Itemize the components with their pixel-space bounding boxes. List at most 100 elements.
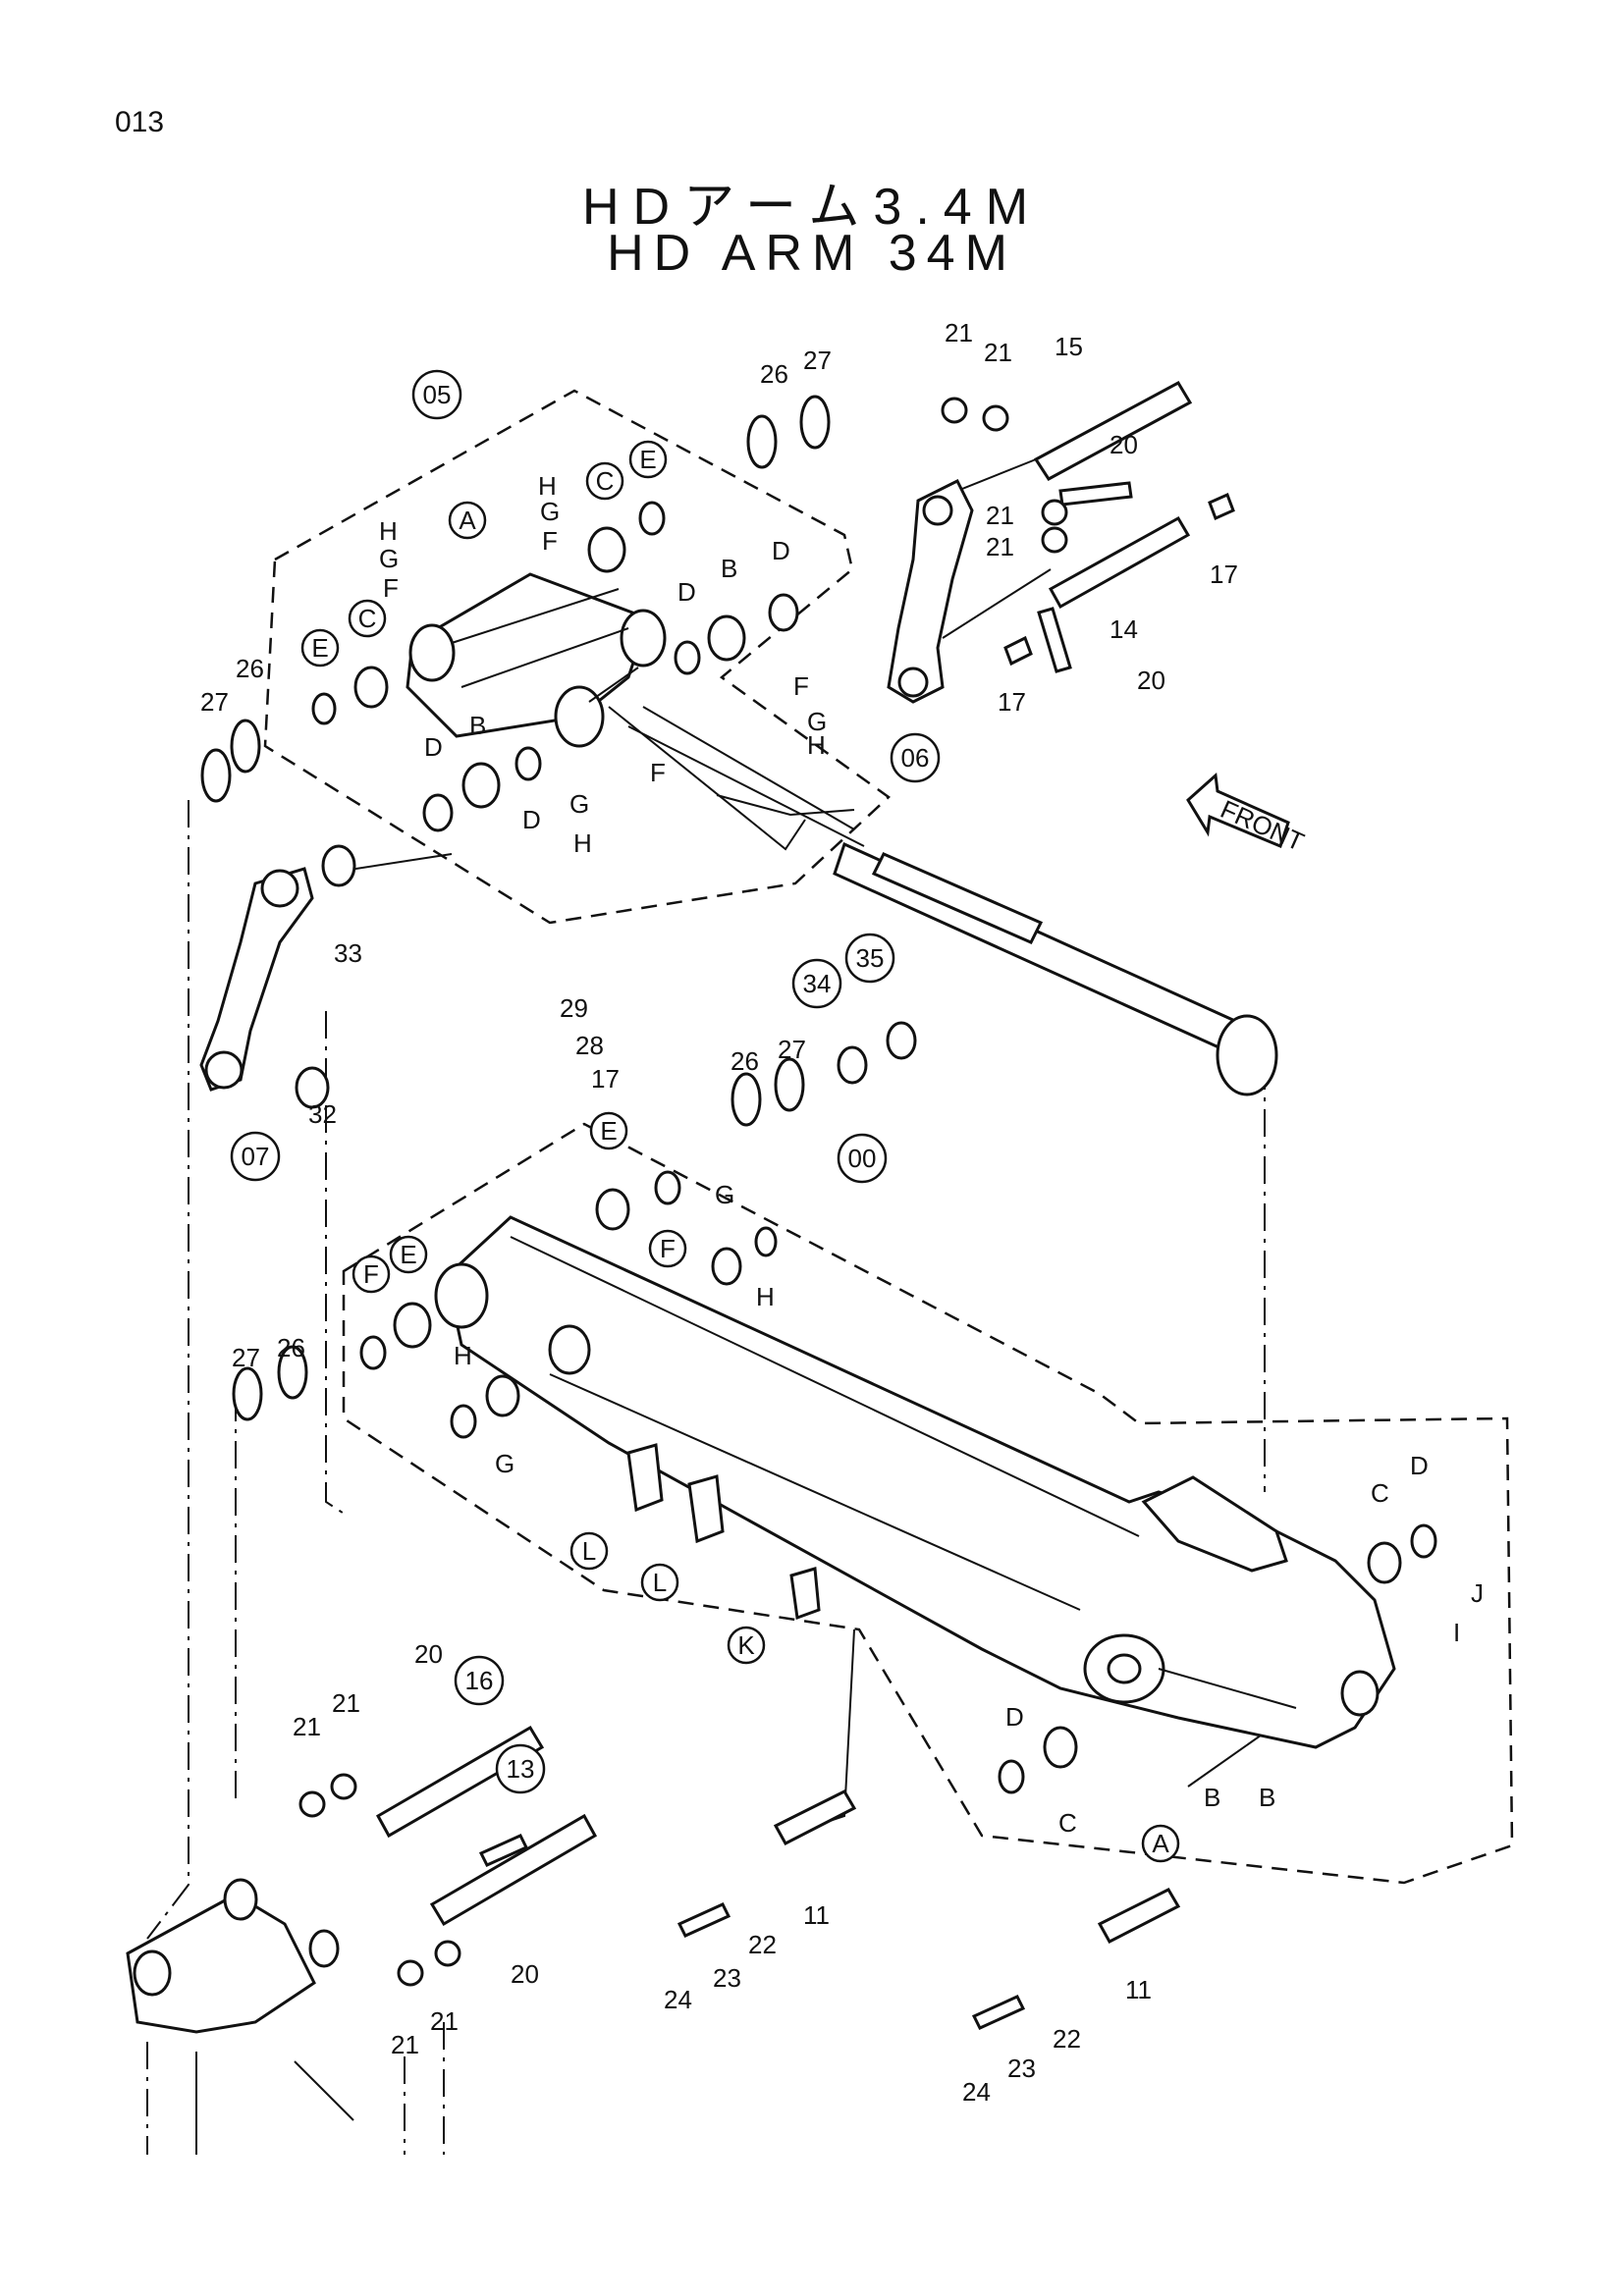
part-label-27: 27 <box>803 346 832 375</box>
assembly-callout-35-ring <box>844 933 895 984</box>
part-label-G: G <box>379 544 399 573</box>
assembly-callout-00: 00 <box>837 1133 888 1184</box>
assembly-callout-06-text: 06 <box>901 743 930 773</box>
part-label-17: 17 <box>591 1064 620 1094</box>
part-label-D: D <box>772 536 790 565</box>
letter-callout-C: C <box>585 461 624 501</box>
letter-callout-E-text: E <box>639 445 656 474</box>
part-label-G: G <box>495 1449 514 1478</box>
part-label-29: 29 <box>560 993 588 1023</box>
letter-callout-E-ring <box>300 628 340 667</box>
letter-callout-K: K <box>727 1626 766 1665</box>
part-label-21: 21 <box>293 1712 321 1741</box>
part-label-21: 21 <box>984 338 1012 367</box>
letter-callout-F-ring <box>648 1229 687 1268</box>
part-label-26: 26 <box>277 1333 305 1362</box>
letter-callout-F: F <box>648 1229 687 1268</box>
part-label-20: 20 <box>511 1959 539 1989</box>
part-label-D: D <box>424 732 443 762</box>
letter-callout-F-text: F <box>660 1234 676 1263</box>
part-label-B: B <box>1259 1783 1275 1812</box>
part-label-11: 11 <box>1125 1975 1152 2004</box>
arm-body <box>434 1215 1396 1749</box>
part-label-27: 27 <box>200 687 229 717</box>
page-number: 013 <box>115 106 165 138</box>
part-label-15: 15 <box>1055 332 1083 361</box>
letter-callout-C-ring <box>348 599 387 638</box>
part-label-D: D <box>522 805 541 834</box>
part-label-H: H <box>807 730 826 760</box>
assembly-callout-00-ring <box>837 1133 888 1184</box>
part-label-G: G <box>807 707 827 736</box>
assembly-callout-16: 16 <box>454 1655 505 1706</box>
letter-callout-A-text: A <box>459 506 476 535</box>
side-links <box>199 478 974 1092</box>
letter-callout-K-ring <box>727 1626 766 1665</box>
boundary-link-05 <box>263 389 891 925</box>
letter-callout-L: L <box>640 1563 679 1602</box>
part-label-23: 23 <box>713 1963 741 1993</box>
part-label-26: 26 <box>760 359 788 389</box>
boom-end <box>126 1878 354 2155</box>
part-label-17: 17 <box>1210 560 1238 589</box>
letter-callout-C: C <box>348 599 387 638</box>
part-label-21: 21 <box>986 501 1014 530</box>
letter-callout-E-ring <box>589 1111 628 1150</box>
part-label-H: H <box>454 1341 472 1370</box>
part-label-H: H <box>756 1282 775 1311</box>
part-label-D: D <box>1410 1451 1429 1480</box>
guide-lines <box>146 449 1328 2155</box>
part-label-H: H <box>379 516 398 546</box>
letter-callout-E-ring <box>628 440 668 479</box>
front-arrow: FRONT <box>1186 772 1309 857</box>
letter-callout-E: E <box>589 1111 628 1150</box>
part-label-J: J <box>1471 1578 1484 1608</box>
part-label-F: F <box>383 573 399 603</box>
part-label-20: 20 <box>1110 430 1138 459</box>
part-label-H: H <box>573 828 592 858</box>
assembly-callout-05-ring <box>411 369 462 420</box>
assembly-callout-13-ring <box>495 1743 546 1794</box>
letter-callout-E: E <box>628 440 668 479</box>
letter-callout-L-text: L <box>582 1536 596 1566</box>
letter-callout-E: E <box>300 628 340 667</box>
link-assembly-05 <box>406 572 667 748</box>
part-label-27: 27 <box>778 1035 806 1064</box>
letter-callout-A-text: A <box>1152 1829 1169 1858</box>
assembly-callout-07-text: 07 <box>242 1142 270 1171</box>
part-label-B: B <box>721 554 737 583</box>
letter-callout-L-ring <box>569 1531 609 1571</box>
assembly-callout-13: 13 <box>495 1743 546 1794</box>
part-label-20: 20 <box>1137 666 1165 695</box>
pins <box>375 381 1193 1944</box>
group-boundaries <box>263 389 1514 1885</box>
letter-callout-K-text: K <box>737 1630 755 1660</box>
letter-callout-F-text: F <box>363 1259 379 1289</box>
part-label-23: 23 <box>1007 2054 1036 2083</box>
front-label: FRONT <box>1217 794 1309 857</box>
part-label-G: G <box>715 1180 734 1209</box>
part-label-F: F <box>793 671 809 701</box>
part-label-20: 20 <box>414 1639 443 1669</box>
assembly-callout-06: 06 <box>890 732 941 783</box>
assembly-callout-34: 34 <box>791 958 842 1009</box>
letter-callout-L-text: L <box>653 1568 667 1597</box>
part-label-14: 14 <box>1110 614 1138 644</box>
letter-callout-E-text: E <box>400 1240 416 1269</box>
part-label-21: 21 <box>391 2030 419 2059</box>
assembly-callout-07: 07 <box>230 1131 281 1182</box>
assembly-callout-34-text: 34 <box>803 969 832 998</box>
assembly-callout-00-text: 00 <box>848 1144 877 1173</box>
title-english: HD ARM 34M <box>607 225 1017 282</box>
part-label-22: 22 <box>748 1930 777 1959</box>
letter-callout-F: F <box>352 1255 391 1294</box>
part-label-G: G <box>540 497 560 526</box>
letter-callout-E-text: E <box>311 633 328 663</box>
part-label-32: 32 <box>308 1099 337 1129</box>
part-label-C: C <box>1371 1478 1389 1508</box>
letter-callout-C-ring <box>585 461 624 501</box>
assembly-callout-34-ring <box>791 958 842 1009</box>
letter-callout-A: A <box>1141 1824 1180 1863</box>
part-label-21: 21 <box>986 532 1014 561</box>
